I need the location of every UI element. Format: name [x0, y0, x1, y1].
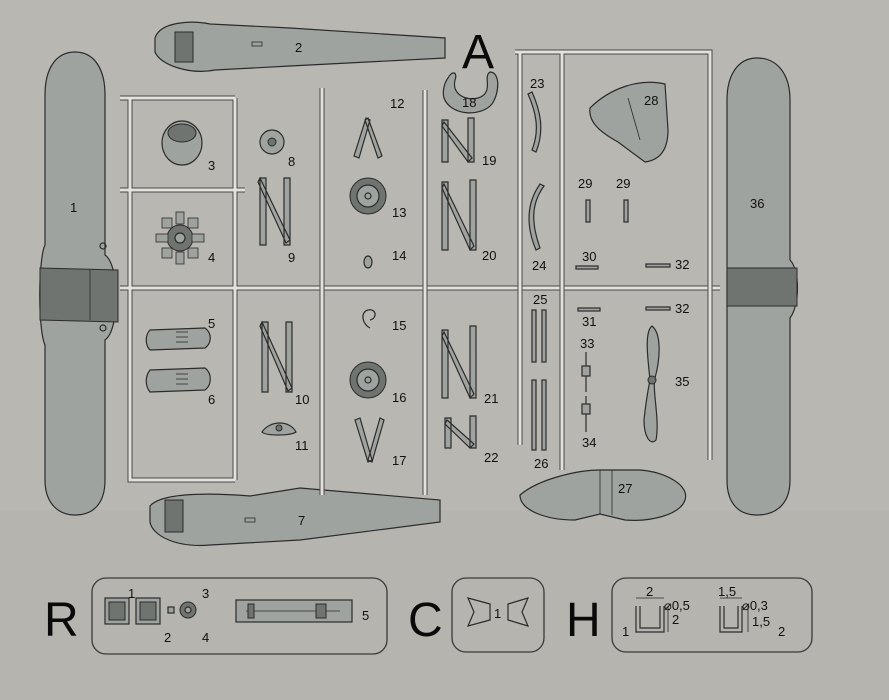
part-label-16: 16	[392, 390, 406, 405]
part-29a	[585, 199, 591, 223]
part-label-20: 20	[482, 248, 496, 263]
part-label-7: 7	[298, 513, 305, 528]
strut-part-22	[444, 415, 477, 449]
part-6	[145, 367, 211, 393]
part-5	[145, 327, 211, 351]
part-label-12: 12	[390, 96, 404, 111]
part-label-36: 36	[750, 196, 764, 211]
part-label-9: 9	[288, 250, 295, 265]
strut-part-19	[441, 117, 475, 163]
part-25	[531, 309, 547, 363]
box-h-label-2: 2	[778, 624, 785, 639]
box-h-label-1: 1	[622, 624, 629, 639]
strut-part-9	[257, 176, 291, 246]
part-label-29b: 29	[616, 176, 630, 191]
part-label-1: 1	[70, 200, 77, 215]
rudder-part-28	[589, 81, 669, 163]
letter-r: R	[44, 594, 79, 647]
box-r-label-4: 4	[202, 630, 209, 645]
part-label-10: 10	[295, 392, 309, 407]
right-wing-part	[726, 57, 799, 516]
box-h-dim-a-height: 2	[672, 612, 679, 627]
strut-part-12	[353, 117, 383, 159]
box-r-label-5: 5	[362, 608, 369, 623]
part-label-11: 11	[295, 438, 309, 453]
propeller-part-35	[643, 325, 660, 443]
fuselage-half-part-7	[149, 487, 441, 547]
part-26	[531, 379, 547, 451]
part-label-5: 5	[208, 316, 215, 331]
part-label-35: 35	[675, 374, 689, 389]
box-r-label-2: 2	[164, 630, 171, 645]
box-h-dim-b-height: 1,5	[752, 614, 770, 629]
part-label-18: 18	[462, 95, 476, 110]
part-label-29a: 29	[578, 176, 592, 191]
part-label-15: 15	[392, 318, 406, 333]
box-h-dim-a-dia: ⌀0,5	[664, 598, 690, 613]
strut-part-10	[259, 320, 293, 393]
part-label-23: 23	[530, 76, 544, 91]
part-label-21: 21	[484, 391, 498, 406]
part-label-25: 25	[533, 292, 547, 307]
cowling-part-3	[161, 120, 203, 166]
part-label-32a: 32	[675, 257, 689, 272]
part-33	[581, 352, 591, 392]
letter-h: H	[566, 594, 601, 647]
part-29b	[623, 199, 629, 223]
part-label-28: 28	[644, 93, 658, 108]
fuselage-half-part-2	[154, 21, 446, 72]
part-label-34: 34	[582, 435, 596, 450]
part-label-2: 2	[295, 40, 302, 55]
box-h-dim-b-dia: ⌀0,3	[742, 598, 768, 613]
part-label-19: 19	[482, 153, 496, 168]
part-label-26: 26	[534, 456, 548, 471]
wheel-part-16	[349, 361, 387, 399]
part-label-6: 6	[208, 392, 215, 407]
part-label-22: 22	[484, 450, 498, 465]
part-label-30: 30	[582, 249, 596, 264]
part-32b	[645, 306, 671, 311]
strut-part-17	[354, 417, 385, 463]
part-label-8: 8	[288, 154, 295, 169]
engine-part-4	[155, 211, 205, 265]
part-label-33: 33	[580, 336, 594, 351]
left-wing-part	[39, 51, 119, 516]
part-label-3: 3	[208, 158, 215, 173]
part-label-27: 27	[618, 481, 632, 496]
box-r	[91, 577, 388, 655]
part-label-14: 14	[392, 248, 406, 263]
box-r-label-1: 1	[128, 586, 135, 601]
part-34	[581, 396, 591, 432]
sprue-frame	[120, 49, 720, 495]
part-label-4: 4	[208, 250, 215, 265]
box-r-label-3: 3	[202, 586, 209, 601]
strut-part-20	[441, 179, 477, 252]
sheet-letter-a: A	[462, 26, 494, 79]
part-label-32b: 32	[675, 301, 689, 316]
part-label-17: 17	[392, 453, 406, 468]
strut-part-21	[441, 325, 477, 400]
part-23	[527, 91, 542, 153]
part-31	[577, 307, 601, 312]
part-14	[363, 255, 373, 269]
letter-c: C	[408, 594, 443, 647]
part-32a	[645, 263, 671, 268]
box-h	[611, 577, 813, 653]
part-11	[261, 422, 297, 436]
box-c	[451, 577, 545, 653]
tailplane-part-27	[519, 469, 687, 521]
part-label-24: 24	[532, 258, 546, 273]
part-label-13: 13	[392, 205, 406, 220]
box-h-dim-a-width: 2	[646, 584, 653, 599]
part-8	[259, 129, 285, 155]
part-30	[575, 265, 599, 270]
wheel-part-13	[349, 177, 387, 215]
box-h-dim-b-width: 1,5	[718, 584, 736, 599]
part-15	[362, 309, 376, 329]
part-18	[442, 71, 499, 114]
box-c-label-1: 1	[494, 606, 501, 621]
part-24	[528, 183, 545, 251]
part-label-31: 31	[582, 314, 596, 329]
